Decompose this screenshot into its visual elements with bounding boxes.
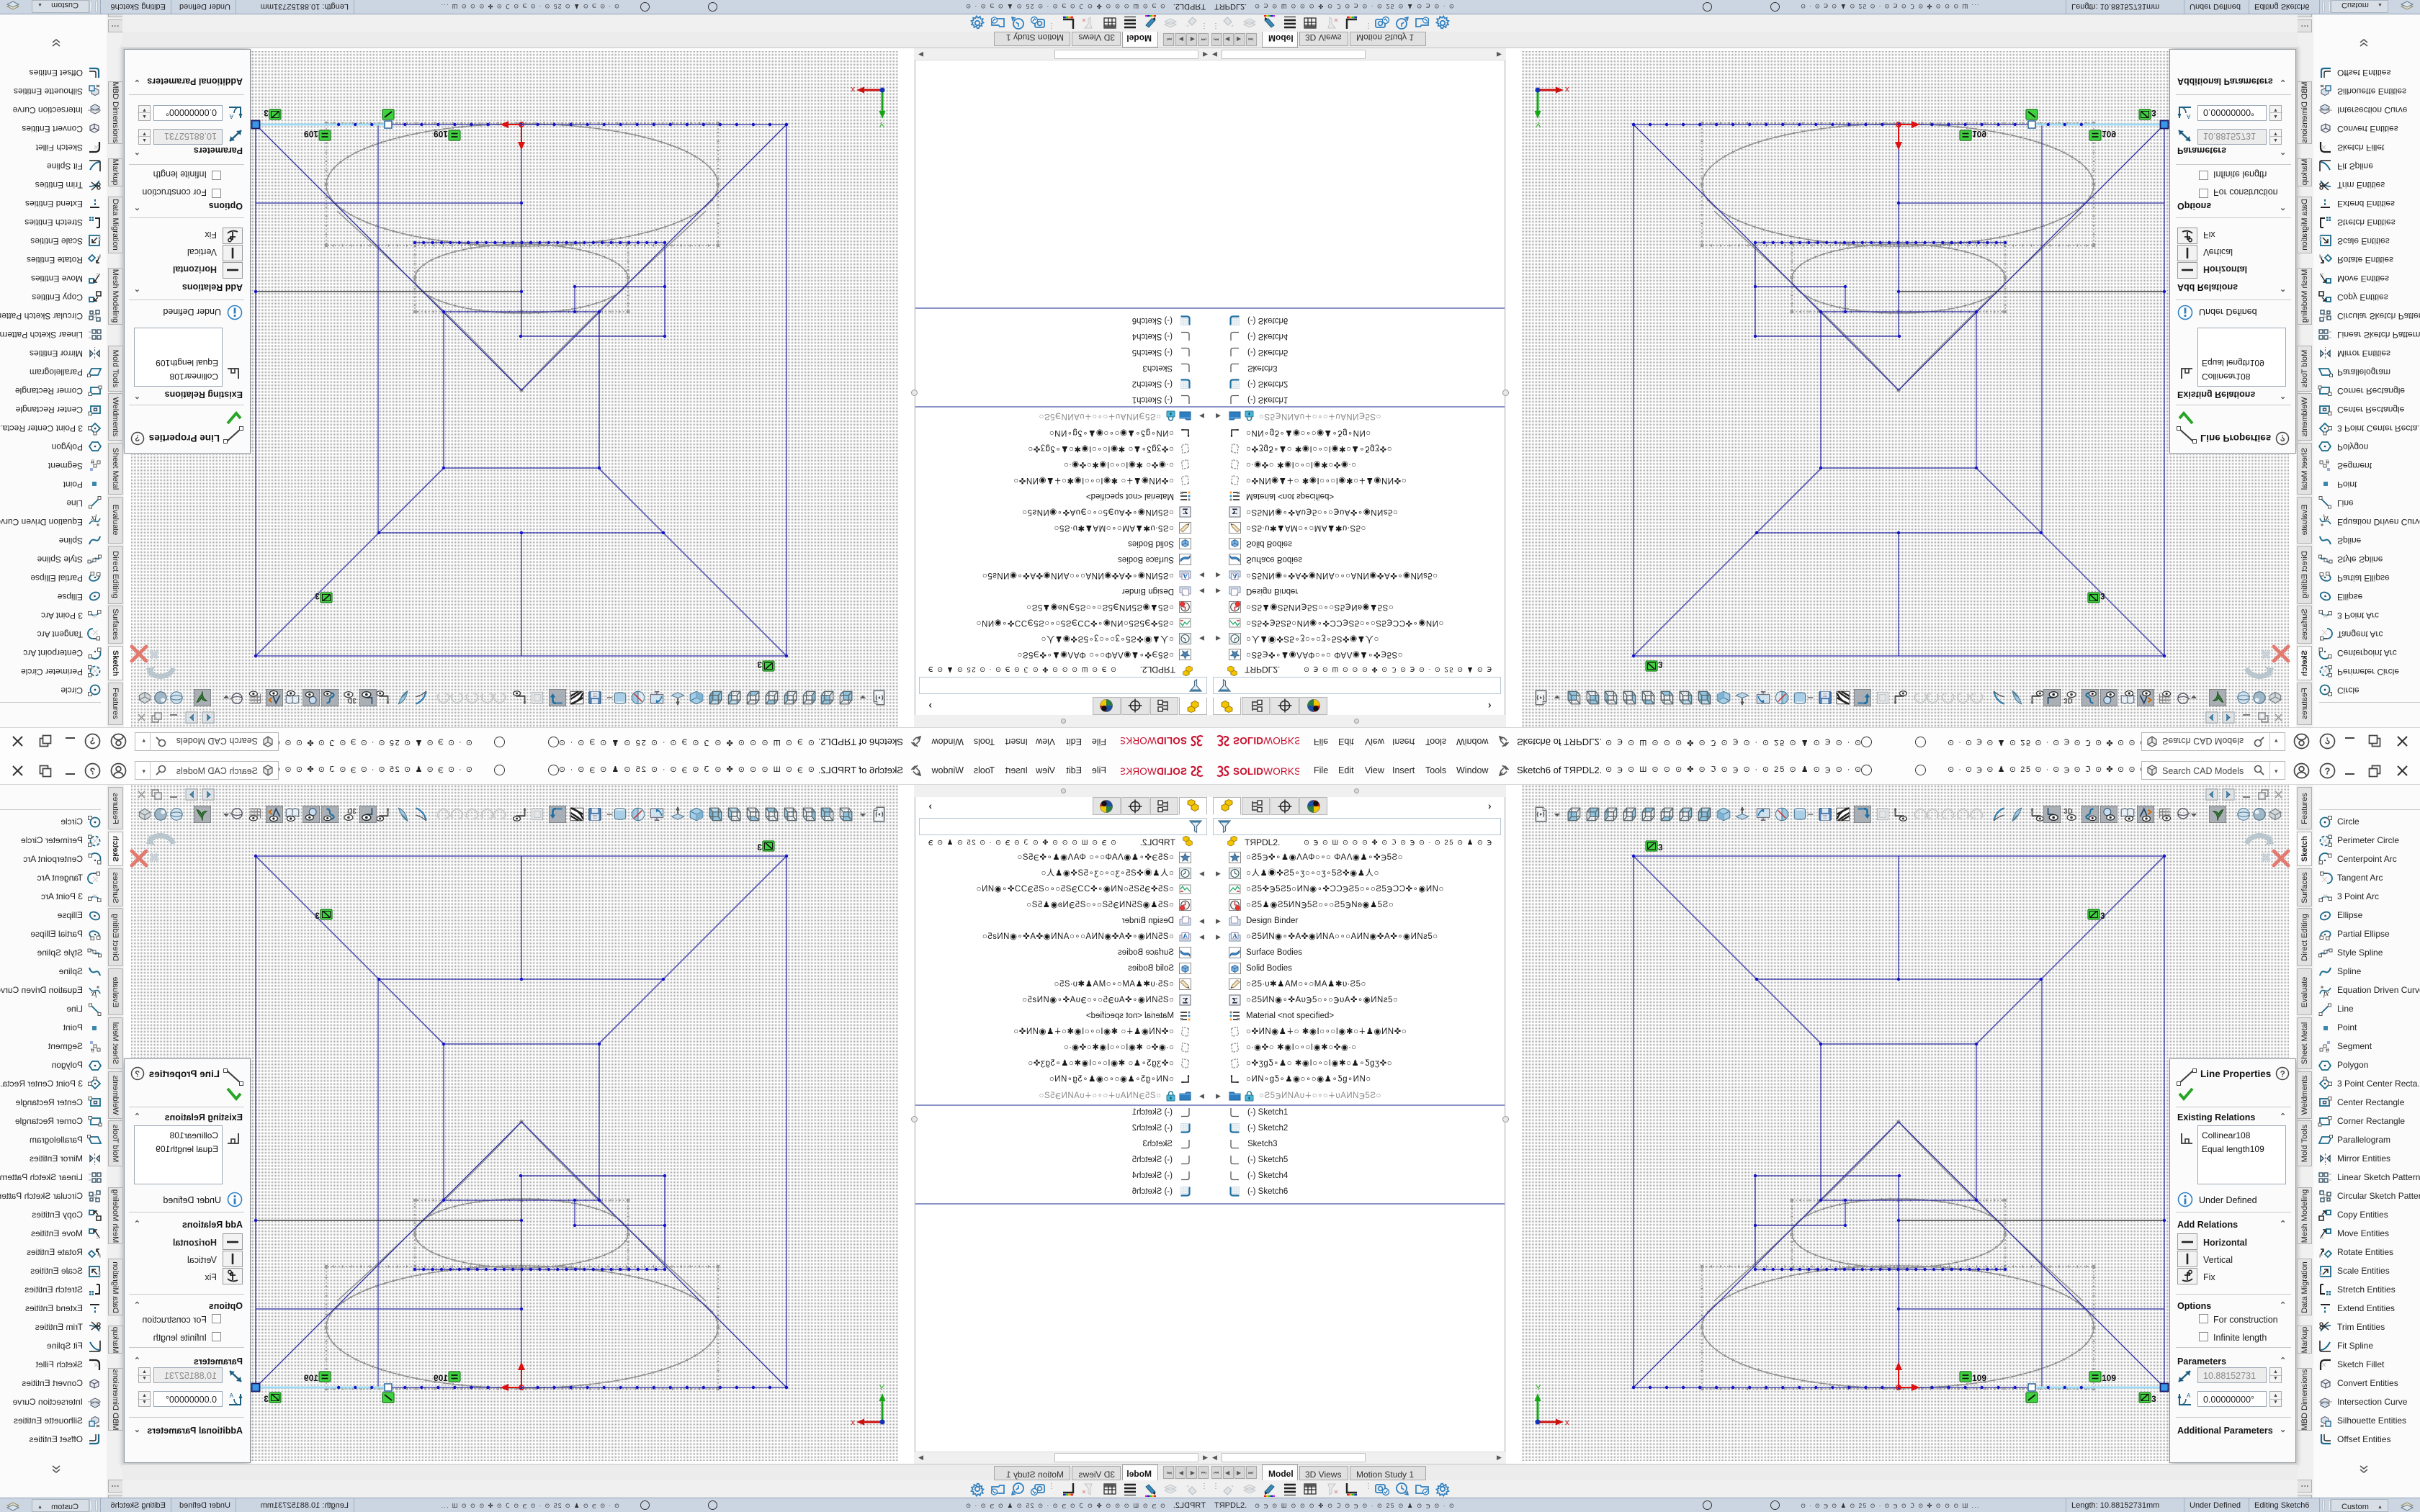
svg-text:3: 3 [2151, 108, 2156, 118]
svg-text:109: 109 [2102, 129, 2116, 139]
svg-text:A: A [2187, 1392, 2191, 1399]
svg-text:fx: fx [2323, 990, 2329, 998]
svg-text:x: x [1565, 1418, 1569, 1427]
svg-text:109: 109 [2102, 1373, 2116, 1383]
svg-text:?: ? [2325, 736, 2331, 747]
svg-text:Σ: Σ [1232, 996, 1238, 1006]
svg-text:Σ: Σ [1232, 507, 1238, 517]
svg-text:SOLIDWORKS: SOLIDWORKS [1121, 735, 1187, 746]
svg-text:?: ? [90, 736, 96, 747]
svg-text:A: A [2187, 113, 2191, 120]
svg-text:3: 3 [2100, 911, 2105, 921]
svg-text:109: 109 [434, 1373, 448, 1383]
svg-text:?: ? [2280, 1071, 2285, 1079]
svg-text:A: A [1183, 572, 1188, 580]
svg-text:#: # [91, 1047, 94, 1054]
svg-text:?: ? [90, 766, 96, 777]
svg-text:Y: Y [879, 120, 884, 128]
svg-text:Σ: Σ [1183, 507, 1188, 517]
svg-text:3: 3 [2151, 1394, 2156, 1404]
svg-text:109: 109 [1972, 1373, 1986, 1383]
svg-text:3: 3 [1658, 660, 1663, 670]
svg-text:?: ? [135, 1071, 140, 1079]
svg-text:Y: Y [879, 1384, 884, 1392]
svg-text:Σ: Σ [1183, 996, 1188, 1006]
svg-text:?: ? [2280, 433, 2285, 442]
svg-text:109: 109 [304, 1373, 318, 1383]
svg-text:SOLIDWORKS: SOLIDWORKS [1233, 735, 1299, 746]
svg-text:?: ? [135, 433, 140, 442]
svg-text:SOLIDWORKS: SOLIDWORKS [1233, 766, 1299, 777]
svg-text:3D: 3D [2063, 696, 2073, 704]
svg-text:3: 3 [1658, 842, 1663, 852]
svg-text:x: x [851, 85, 855, 94]
svg-text:109: 109 [434, 129, 448, 139]
svg-text:A: A [229, 113, 233, 120]
svg-text:3: 3 [2100, 591, 2105, 601]
svg-text:3D: 3D [347, 808, 357, 816]
svg-text:3: 3 [264, 1394, 269, 1404]
svg-text:109: 109 [304, 129, 318, 139]
svg-text:#: # [91, 458, 94, 465]
svg-text:Y: Y [1536, 1384, 1541, 1392]
svg-text:A: A [229, 1392, 233, 1399]
svg-text:3: 3 [757, 842, 762, 852]
svg-text:x: x [851, 1418, 855, 1427]
svg-text:#: # [2326, 1047, 2329, 1054]
svg-text:A: A [1183, 932, 1188, 940]
svg-text:Y: Y [1536, 120, 1541, 128]
svg-text:3: 3 [757, 660, 762, 670]
svg-text:SOLIDWORKS: SOLIDWORKS [1121, 766, 1187, 777]
svg-text:3D: 3D [347, 696, 357, 704]
svg-text:fx: fx [91, 514, 97, 522]
svg-text:3: 3 [264, 108, 269, 118]
svg-text:3: 3 [315, 591, 320, 601]
svg-text:#: # [2326, 458, 2329, 465]
svg-text:fx: fx [2323, 514, 2329, 522]
svg-text:A: A [1232, 572, 1237, 580]
svg-text:3: 3 [315, 911, 320, 921]
svg-text:3D: 3D [2063, 808, 2073, 816]
svg-text:A: A [1232, 932, 1237, 940]
svg-text:x: x [1565, 85, 1569, 94]
svg-text:109: 109 [1972, 129, 1986, 139]
svg-text:fx: fx [91, 990, 97, 998]
svg-text:?: ? [2325, 766, 2331, 777]
